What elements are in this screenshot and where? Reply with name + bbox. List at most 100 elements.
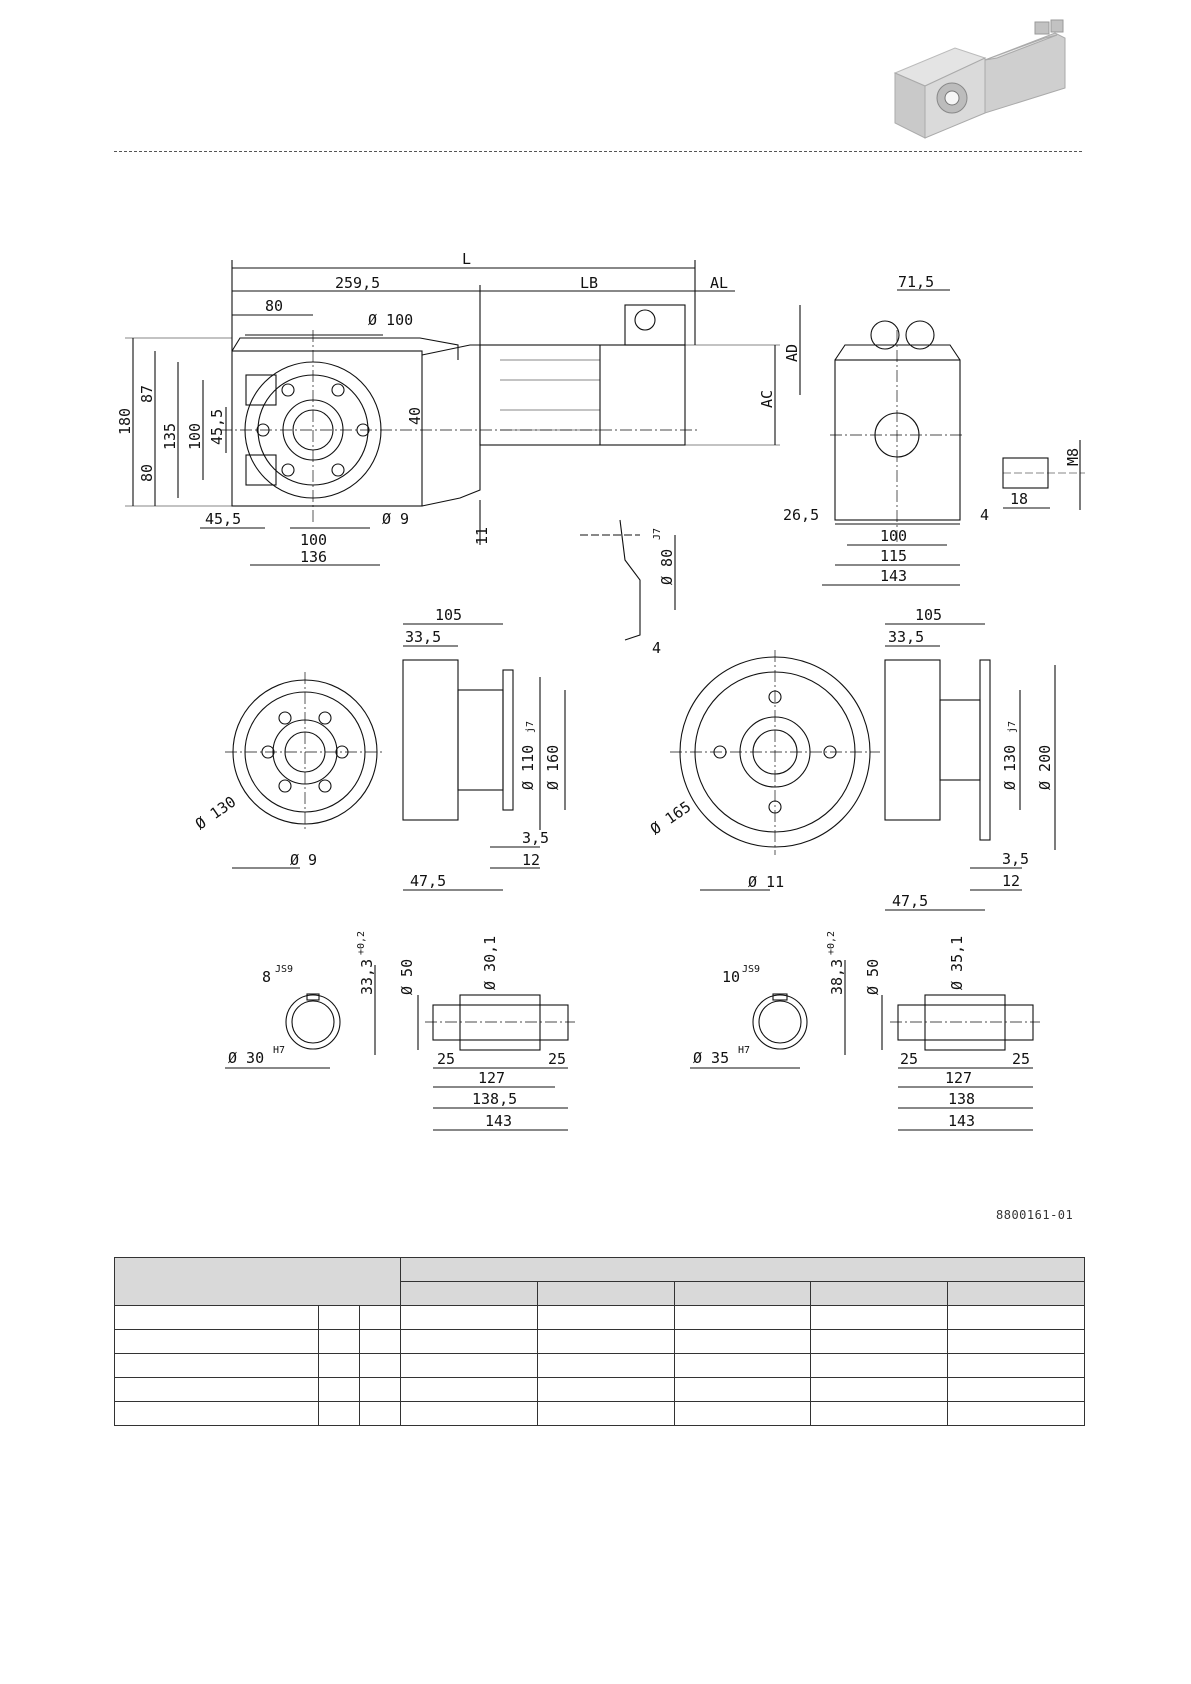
dim-100-h: 100 <box>300 531 327 549</box>
table-cell <box>359 1329 401 1354</box>
dim-47-5-right: 47,5 <box>892 892 928 910</box>
dim-127-b: 127 <box>945 1069 972 1087</box>
dim-38-3: 38,3 <box>828 959 846 995</box>
dim-45-5: 45,5 <box>205 510 241 528</box>
table-header-col <box>810 1281 949 1306</box>
table-cell <box>673 1329 812 1354</box>
dim-18: 18 <box>1010 490 1028 508</box>
table-cell <box>810 1329 949 1354</box>
specification-table <box>114 1257 1085 1426</box>
table-cell <box>114 1329 319 1354</box>
table-cell <box>947 1401 1085 1426</box>
product-thumbnail-image <box>885 18 1085 143</box>
dim-dia-9: Ø 9 <box>382 510 409 528</box>
tol-JS9-b: JS9 <box>742 964 760 975</box>
table-cell <box>400 1329 538 1354</box>
dim-138-5: 138,5 <box>472 1090 517 1108</box>
table-cell <box>400 1401 538 1426</box>
dim-dia-30: Ø 30 <box>228 1049 264 1067</box>
dim-dia-160: Ø 160 <box>544 745 562 790</box>
table-cell <box>114 1377 319 1402</box>
table-cell <box>318 1353 360 1378</box>
table-row <box>114 1329 1085 1354</box>
dim-dia-80: Ø 80 <box>658 549 676 585</box>
table-cell <box>318 1401 360 1426</box>
dim-dia-200: Ø 200 <box>1036 745 1054 790</box>
end-view-body <box>834 359 961 521</box>
table-cell <box>810 1401 949 1426</box>
table-cell <box>947 1353 1085 1378</box>
shaft-left <box>432 1004 569 1041</box>
table-cell <box>673 1353 812 1378</box>
dim-40: 40 <box>406 407 424 425</box>
dim-115: 115 <box>880 547 907 565</box>
dim-dia-100: Ø 100 <box>368 311 413 329</box>
table-header-col <box>400 1281 538 1306</box>
gearbox-body <box>231 350 423 507</box>
dim-143-right: 143 <box>880 567 907 585</box>
table-cell <box>947 1305 1085 1330</box>
dim-dia-130-right: Ø 130 <box>1001 745 1019 790</box>
tol-H7-b: H7 <box>738 1045 750 1056</box>
dim-dia-35-1: Ø 35,1 <box>948 936 966 990</box>
table-cell <box>536 1353 675 1378</box>
dim-11: 11 <box>473 527 491 545</box>
dim-259-5: 259,5 <box>335 274 380 292</box>
table-cell <box>318 1377 360 1402</box>
dim-26-5: 26,5 <box>783 506 819 524</box>
dim-136: 136 <box>300 548 327 566</box>
dim-143-b: 143 <box>948 1112 975 1130</box>
dim-25-d: 25 <box>1012 1050 1030 1068</box>
dim-3-5-left: 3,5 <box>522 829 549 847</box>
table-cell <box>359 1401 401 1426</box>
dim-100-right: 100 <box>880 527 907 545</box>
dim-dia-50-a: Ø 50 <box>398 959 416 995</box>
table-header-subrow <box>115 1281 1085 1306</box>
drawing-reference-code: 8800161-01 <box>996 1208 1074 1222</box>
tol-plus-0-2-a: +0,2 <box>356 931 367 955</box>
dim-dia-11: Ø 11 <box>748 873 784 891</box>
dim-25-c: 25 <box>900 1050 918 1068</box>
dim-105-right: 105 <box>915 606 942 624</box>
dim-L: L <box>462 250 471 268</box>
dim-80-v: 80 <box>138 464 156 482</box>
dim-3-5-right: 3,5 <box>1002 850 1029 868</box>
motor-body <box>479 344 686 446</box>
table-cell <box>673 1401 812 1426</box>
dim-M8: M8 <box>1064 448 1082 466</box>
table-header-blank-cell <box>114 1257 401 1306</box>
dim-100-v: 100 <box>186 423 204 450</box>
table-cell <box>318 1329 360 1354</box>
table-cell <box>536 1377 675 1402</box>
dim-80-top: 80 <box>265 297 283 315</box>
dim-dia-35: Ø 35 <box>693 1049 729 1067</box>
table-cell <box>400 1353 538 1378</box>
dim-LB: LB <box>580 274 598 292</box>
table-cell <box>947 1377 1085 1402</box>
tol-j7-right: j7 <box>1007 721 1018 733</box>
dim-180: 180 <box>116 408 134 435</box>
dim-12-left: 12 <box>522 851 540 869</box>
dim-33-3: 33,3 <box>358 959 376 995</box>
table-cell <box>359 1377 401 1402</box>
table-cell <box>400 1305 538 1330</box>
technical-drawing: L 259,5 LB AL 80 Ø 100 180 87 135 100 45… <box>116 250 1085 1131</box>
table-cell <box>810 1305 949 1330</box>
dim-71-5: 71,5 <box>898 273 934 291</box>
tol-J7: J7 <box>652 528 663 540</box>
table-cell <box>673 1377 812 1402</box>
tol-JS9-a: JS9 <box>275 964 293 975</box>
dim-45-5-v: 45,5 <box>208 409 226 445</box>
dim-47-5-left: 47,5 <box>410 872 446 890</box>
dim-key-10: 10 <box>722 968 740 986</box>
tol-H7-a: H7 <box>273 1045 285 1056</box>
dim-dia-130-left: Ø 130 <box>192 793 239 834</box>
table-row <box>114 1401 1085 1426</box>
table-cell <box>810 1377 949 1402</box>
table-header-span-cell <box>400 1257 1085 1282</box>
dim-key-8: 8 <box>262 968 271 986</box>
table-cell <box>536 1401 675 1426</box>
table-cell <box>536 1329 675 1354</box>
table-row <box>114 1377 1085 1402</box>
tol-plus-0-2-b: +0,2 <box>826 931 837 955</box>
